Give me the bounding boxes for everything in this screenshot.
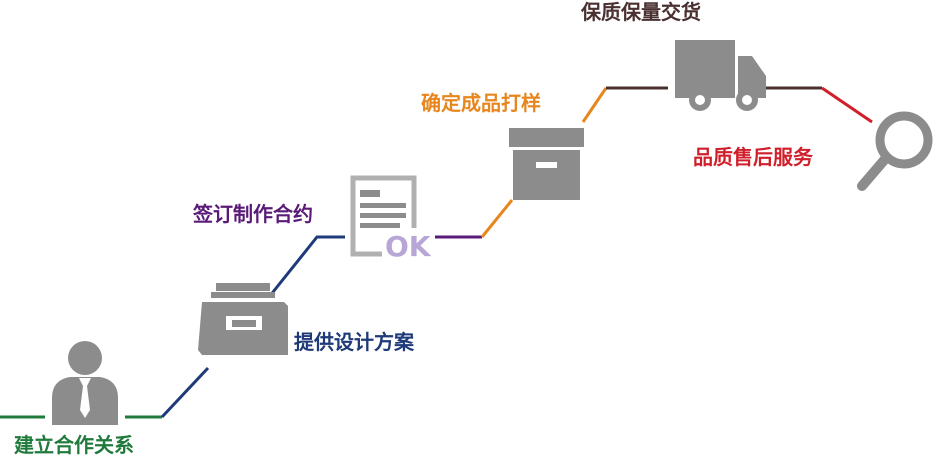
step-label-5: 保质保量交货 xyxy=(580,0,701,24)
magnifier-icon xyxy=(857,111,933,191)
step-label-1: 建立合作关系 xyxy=(14,433,134,457)
ok-text: OK xyxy=(385,230,432,263)
connector-step-6 xyxy=(821,86,873,124)
connector-step-4-5 xyxy=(581,87,608,123)
truck-icon xyxy=(675,40,766,111)
box-icon xyxy=(509,128,584,200)
contract-ok-icon: OK xyxy=(350,175,432,263)
connector-step-2-3 xyxy=(267,235,345,298)
file-drawer-icon xyxy=(198,283,288,355)
connector-step-2 xyxy=(160,366,210,419)
businessman-icon xyxy=(52,341,118,425)
step-label-4: 确定成品打样 xyxy=(421,91,541,115)
step-label-6: 品质售后服务 xyxy=(693,145,814,169)
step-label-2: 提供设计方案 xyxy=(294,330,415,354)
connector-step-4 xyxy=(480,199,514,238)
step-label-3: 签订制作合约 xyxy=(192,202,313,226)
connector-lines xyxy=(0,86,873,419)
